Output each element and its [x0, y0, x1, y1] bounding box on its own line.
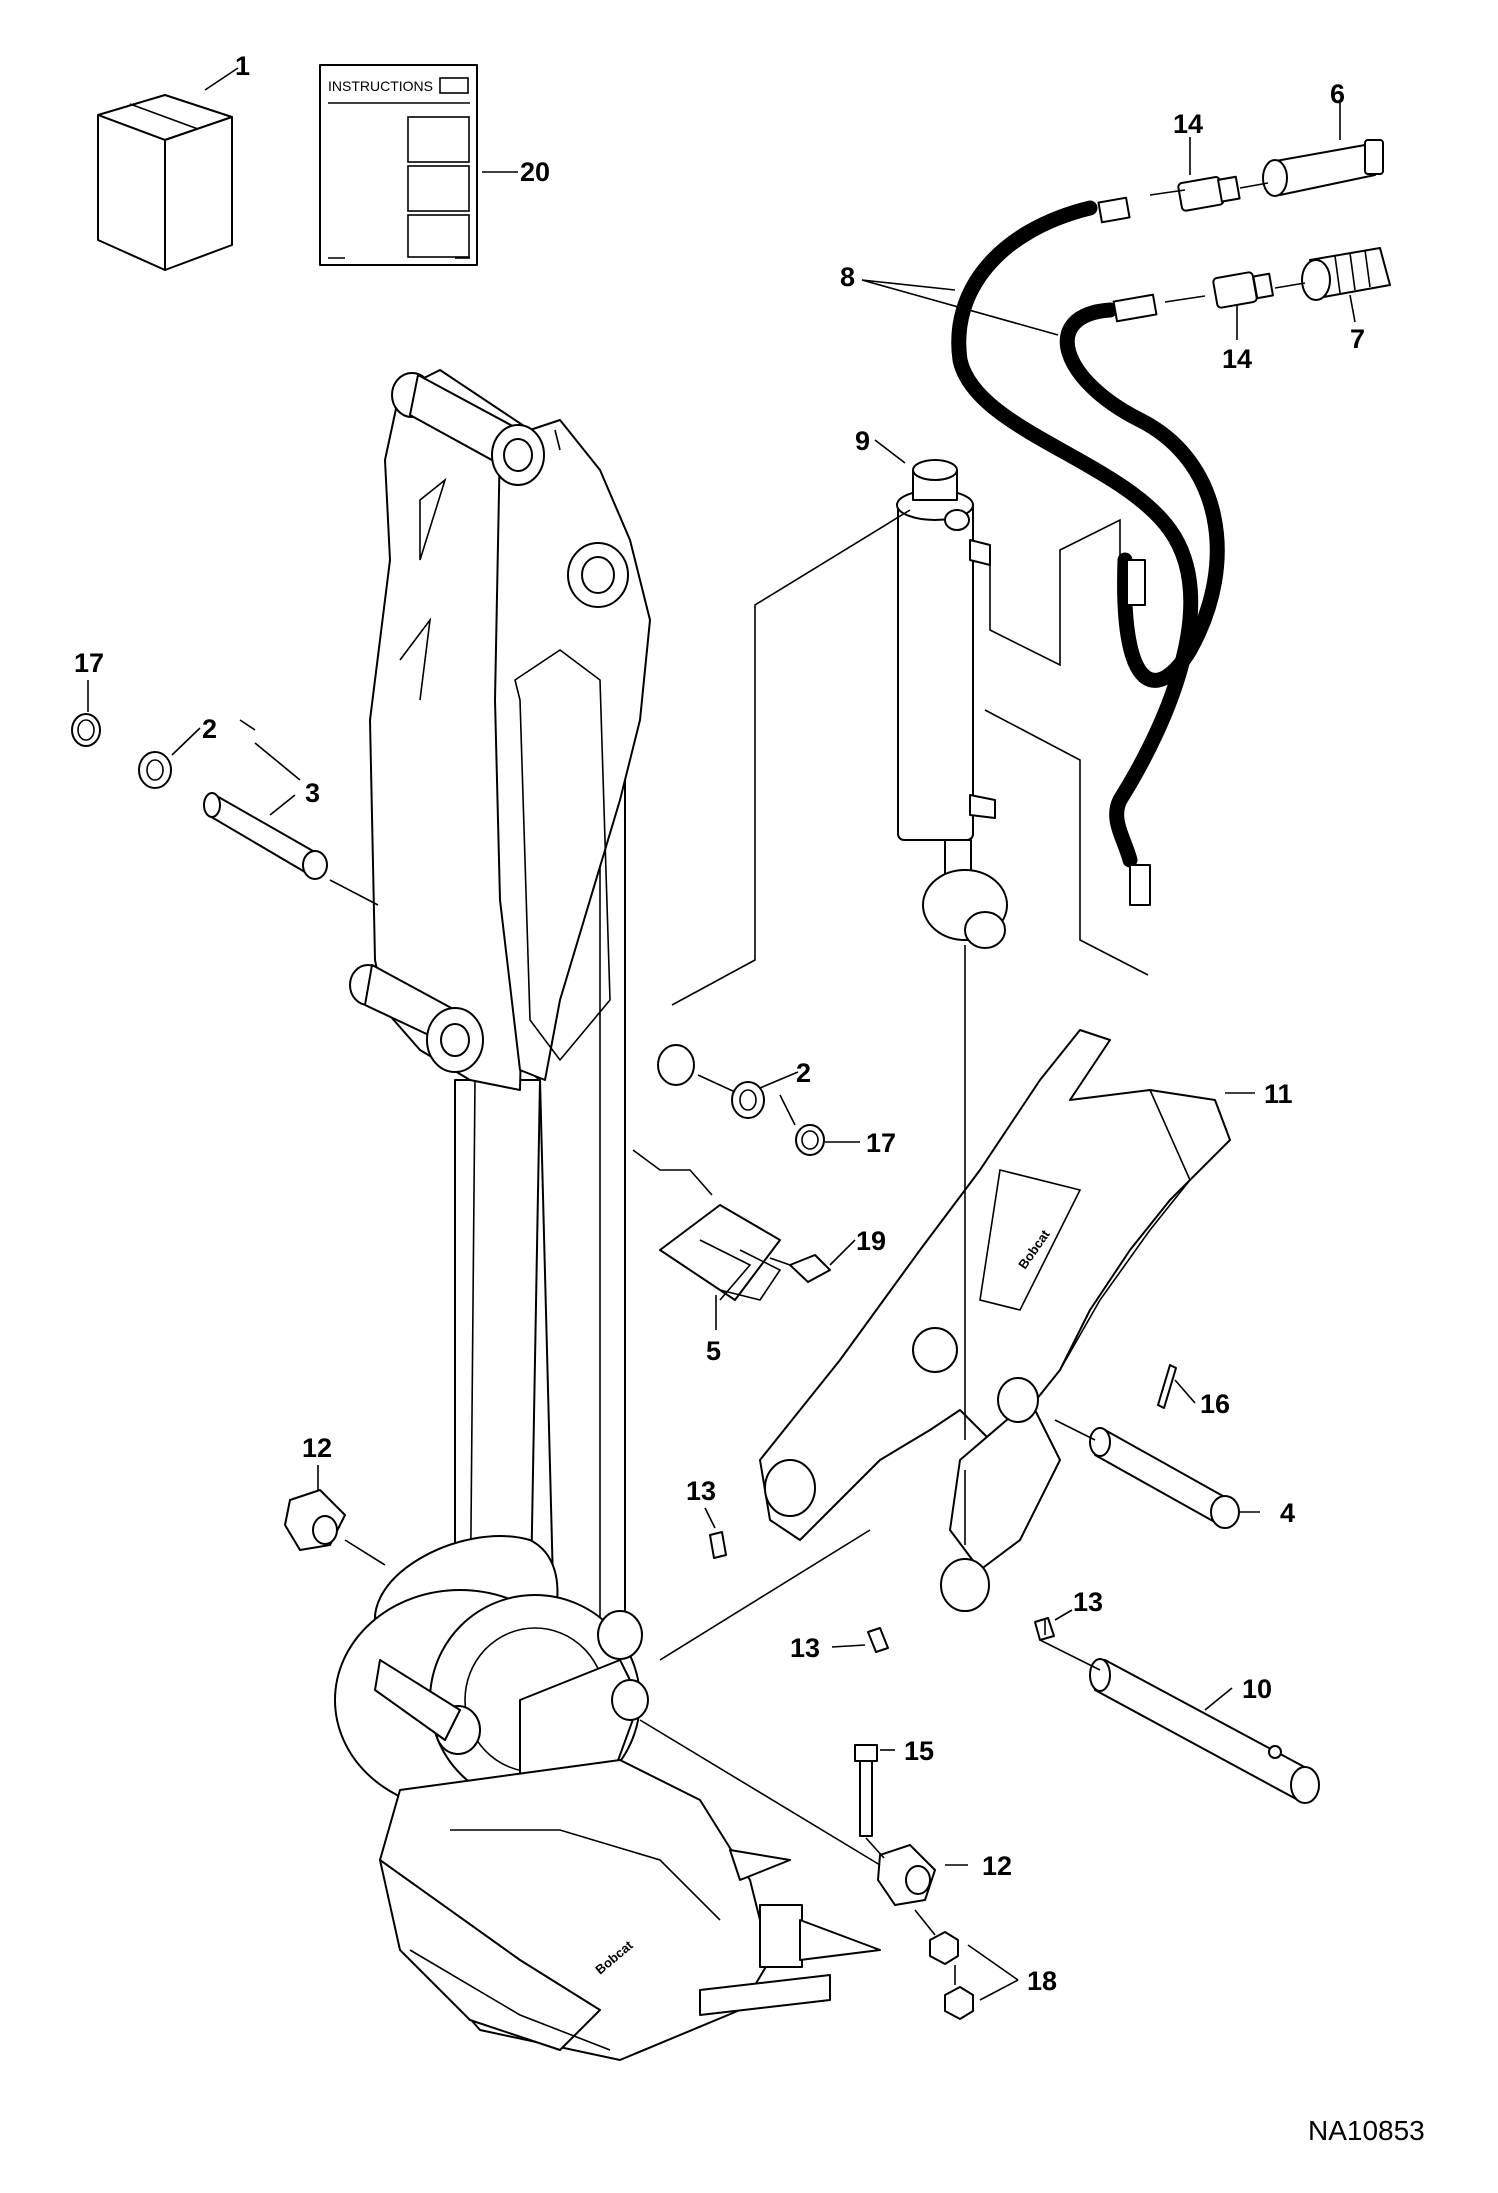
drawing-number: NA10853 — [1308, 2115, 1425, 2146]
callout-19: 19 — [856, 1226, 886, 1256]
callout-2-right: 2 — [796, 1058, 811, 1088]
thumb-attachment: Bobcat — [759, 1029, 1231, 1612]
callout-12-upper: 12 — [302, 1433, 332, 1463]
callout-8: 8 — [840, 262, 855, 292]
callout-labels: 1 20 8 14 6 7 14 9 17 2 3 2 17 11 19 5 1… — [74, 51, 1365, 1996]
bolt-19 — [769, 1254, 831, 1283]
pin-3 — [203, 792, 328, 880]
adapter-14-upper — [1177, 175, 1241, 212]
washer-2-right — [731, 1081, 765, 1119]
callout-1: 1 — [235, 51, 250, 81]
callout-10: 10 — [1242, 1674, 1272, 1704]
callout-5: 5 — [706, 1336, 721, 1366]
callout-14-lower: 14 — [1222, 344, 1252, 374]
pin-10 — [1089, 1658, 1320, 1804]
callout-17-left: 17 — [74, 648, 104, 678]
callout-4: 4 — [1280, 1498, 1295, 1528]
hydraulic-hoses — [951, 200, 1225, 868]
callout-14-upper: 14 — [1173, 109, 1203, 139]
pin-4 — [1089, 1427, 1240, 1529]
nuts-18 — [929, 1931, 974, 2020]
callout-11: 11 — [1264, 1079, 1293, 1109]
callout-13-right: 13 — [1073, 1587, 1103, 1617]
hose-fitting-lower — [1126, 559, 1151, 906]
callout-2-left: 2 — [202, 714, 217, 744]
hose-fitting-middle — [1112, 293, 1158, 323]
hydraulic-cylinder — [896, 459, 1008, 949]
callout-16: 16 — [1200, 1389, 1230, 1419]
retaining-ring-17-left — [71, 713, 101, 747]
instruction-sheet: INSTRUCTIONS — [319, 64, 478, 266]
callout-15: 15 — [904, 1736, 934, 1766]
callout-7: 7 — [1350, 324, 1365, 354]
grease-fitting-13-left — [709, 1531, 727, 1559]
roll-pin-16 — [1157, 1364, 1177, 1409]
grease-fitting-13-center — [867, 1627, 889, 1653]
quick-coupler-6 — [1262, 139, 1384, 197]
bolt-15 — [854, 1744, 878, 1837]
hose-fitting-upper — [1097, 196, 1131, 224]
washer-2-left — [138, 751, 172, 789]
callout-leaders — [87, 67, 1356, 2001]
callout-12-lower: 12 — [982, 1851, 1012, 1881]
arm-assembly: Bobcat — [334, 369, 881, 2061]
callout-6: 6 — [1330, 79, 1345, 109]
callout-20: 20 — [520, 157, 550, 187]
quick-coupler-7 — [1301, 247, 1391, 301]
callout-9: 9 — [855, 426, 870, 456]
callout-18: 18 — [1027, 1966, 1057, 1996]
adapter-14-lower — [1212, 271, 1274, 309]
callout-17-right: 17 — [866, 1128, 896, 1158]
parts-box — [97, 94, 233, 271]
collar-12-upper — [284, 1489, 346, 1551]
callout-3: 3 — [305, 778, 320, 808]
callout-13-center: 13 — [790, 1633, 820, 1663]
bracket-5 — [659, 1204, 782, 1301]
assembly-lines — [239, 182, 1306, 1985]
retaining-ring-17-right — [795, 1124, 825, 1156]
bushing-right — [657, 1044, 695, 1086]
callout-13-left: 13 — [686, 1476, 716, 1506]
collar-12-lower — [877, 1844, 936, 1906]
instruction-sheet-title: INSTRUCTIONS — [328, 78, 433, 94]
